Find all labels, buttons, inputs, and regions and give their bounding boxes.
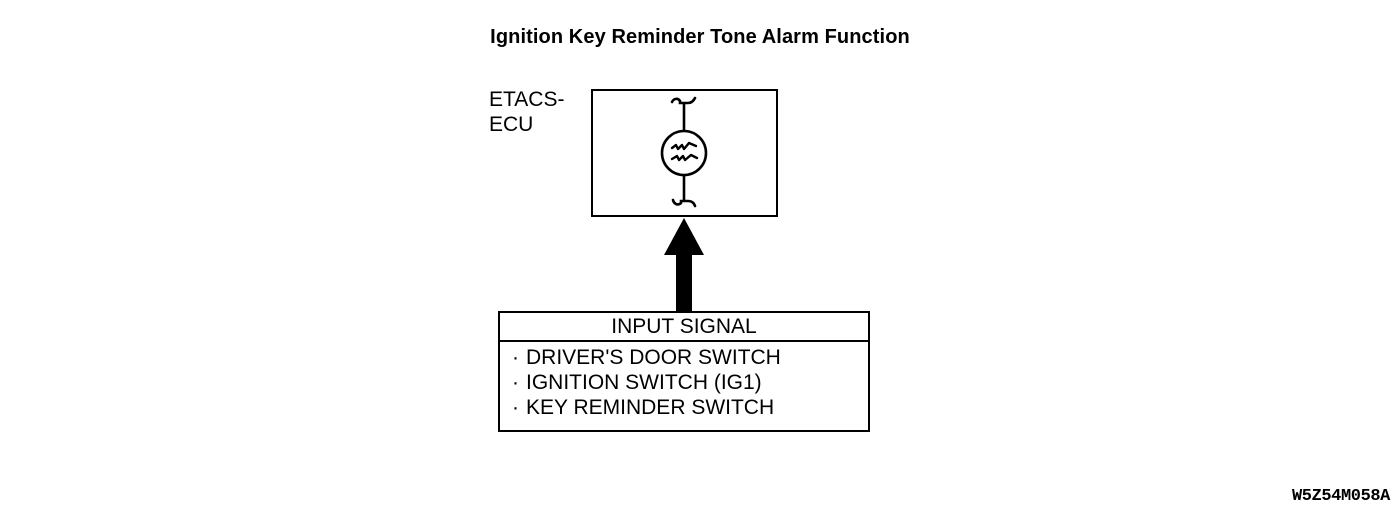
bullet-icon: · [512,346,519,369]
list-item-label: KEY REMINDER SWITCH [526,396,775,419]
input-signal-box: INPUT SIGNAL · DRIVER'S DOOR SWITCH · IGNI… [498,311,870,432]
list-item: · KEY REMINDER SWITCH [512,395,868,420]
input-signal-list: · DRIVER'S DOOR SWITCH · IGNITION SWITCH (… [500,342,868,420]
etacs-ecu-label: ETACS- ECU [489,88,565,136]
up-arrow-icon [653,216,715,316]
bullet-icon: · [512,371,519,394]
bullet-icon: · [512,396,519,419]
buzzer-icon [648,96,720,210]
input-signal-header: INPUT SIGNAL [500,313,868,342]
page-title: Ignition Key Reminder Tone Alarm Functio… [490,26,910,48]
reference-code: W5Z54M058A [1291,487,1390,506]
list-item: · DRIVER'S DOOR SWITCH [512,345,868,370]
list-item: · IGNITION SWITCH (IG1) [512,370,868,395]
list-item-label: IGNITION SWITCH (IG1) [526,371,762,394]
list-item-label: DRIVER'S DOOR SWITCH [526,346,781,369]
